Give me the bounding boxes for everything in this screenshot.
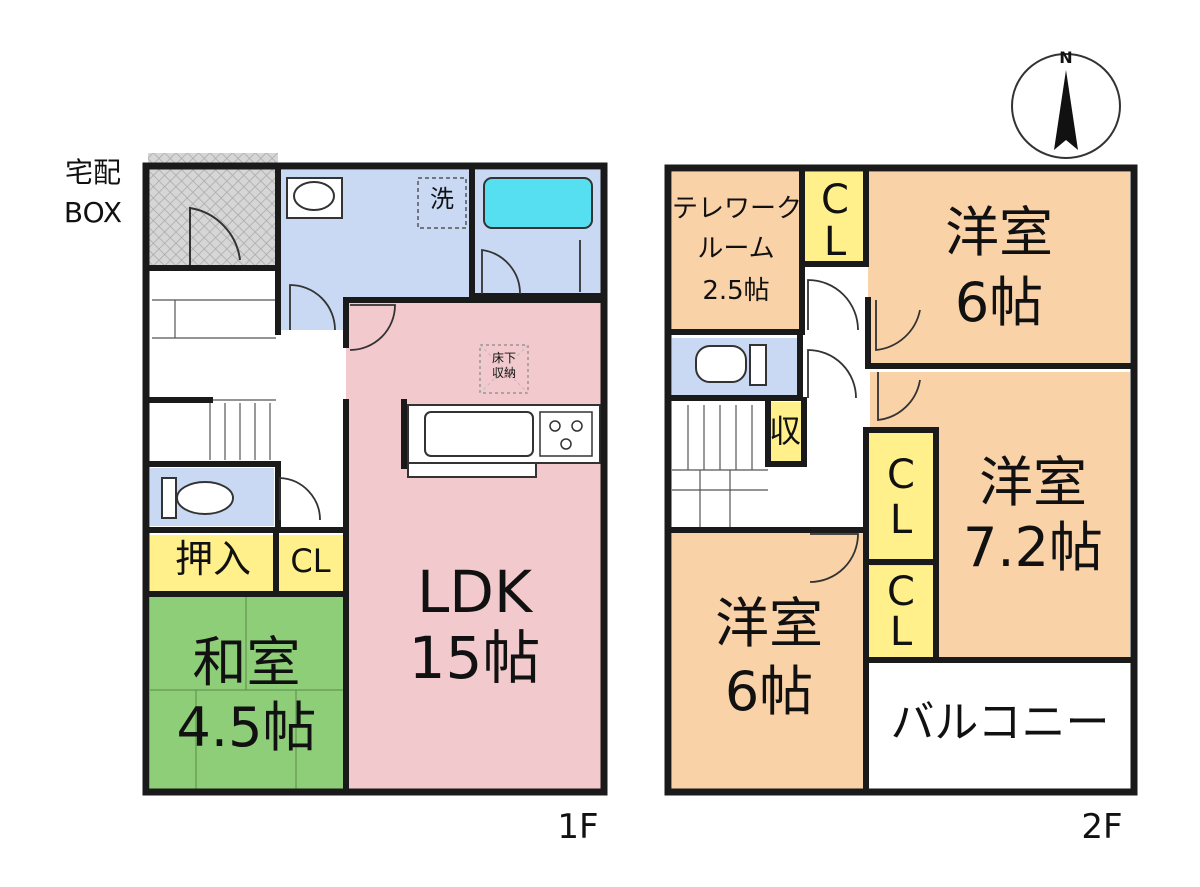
closet-2f-mid-a <box>868 432 934 560</box>
bedroom-e-label-2: 7.2帖 <box>963 516 1103 579</box>
first-floor-plan <box>142 153 608 796</box>
closet-2f-mid-a-label-2: L <box>889 497 913 543</box>
closet-2f-mid-b-label-2: L <box>889 609 913 655</box>
delivery-box-label-2: BOX <box>63 196 123 229</box>
telework-label-1: テレワーク <box>672 194 803 224</box>
ldk-label-1: LDK <box>416 558 532 626</box>
compass-icon <box>1011 53 1121 159</box>
oshiire-label: 押入 <box>174 537 251 581</box>
underfloor-label-2: 収納 <box>491 366 516 380</box>
bedroom-sw-label-2: 6帖 <box>724 660 814 723</box>
balcony-label: バルコニー <box>890 697 1110 748</box>
telework-label-2: ルーム <box>697 234 775 264</box>
closet-1f-area <box>278 535 343 592</box>
bedroom-ne-label-2: 6帖 <box>954 271 1044 334</box>
closet-2f-top-label-2: L <box>823 219 847 265</box>
bedroom-sw-area <box>672 530 866 790</box>
washitsu-label-1: 和室 <box>192 631 301 694</box>
bedroom-ne-area <box>868 172 1130 364</box>
delivery-box-label-1: 宅配 <box>64 156 121 189</box>
bedroom-e-label-1: 洋室 <box>979 451 1087 514</box>
balcony-area <box>870 664 1130 790</box>
first-floor-label: 1F <box>557 807 599 847</box>
ldk-area <box>346 300 603 790</box>
closet-1f-label: CL <box>290 542 331 580</box>
ldk-label-2: 15帖 <box>408 624 541 692</box>
closet-2f-top-label-1: C <box>821 177 849 223</box>
compass-north-label: N <box>1059 48 1073 67</box>
storage-2f <box>768 402 802 462</box>
washitsu-label-2: 4.5帖 <box>176 696 317 759</box>
bathtub <box>483 177 593 229</box>
storage-2f-label: 収 <box>768 412 801 450</box>
oshiire-area <box>150 535 275 592</box>
second-floor-label: 2F <box>1081 807 1123 847</box>
closet-2f-mid-b <box>868 566 934 658</box>
closet-2f-mid-a-label-1: C <box>887 452 915 498</box>
telework-area <box>672 172 800 330</box>
telework-label-3: 2.5帖 <box>702 276 770 306</box>
bedroom-ne-label-1: 洋室 <box>945 201 1053 264</box>
second-floor-plan <box>664 164 1138 796</box>
closet-2f-top <box>804 172 866 264</box>
wash-label: 洗 <box>430 185 454 213</box>
underfloor-label-1: 床下 <box>491 351 516 365</box>
bedroom-sw-label-1: 洋室 <box>715 592 823 655</box>
closet-2f-mid-b-label-1: C <box>887 569 915 615</box>
